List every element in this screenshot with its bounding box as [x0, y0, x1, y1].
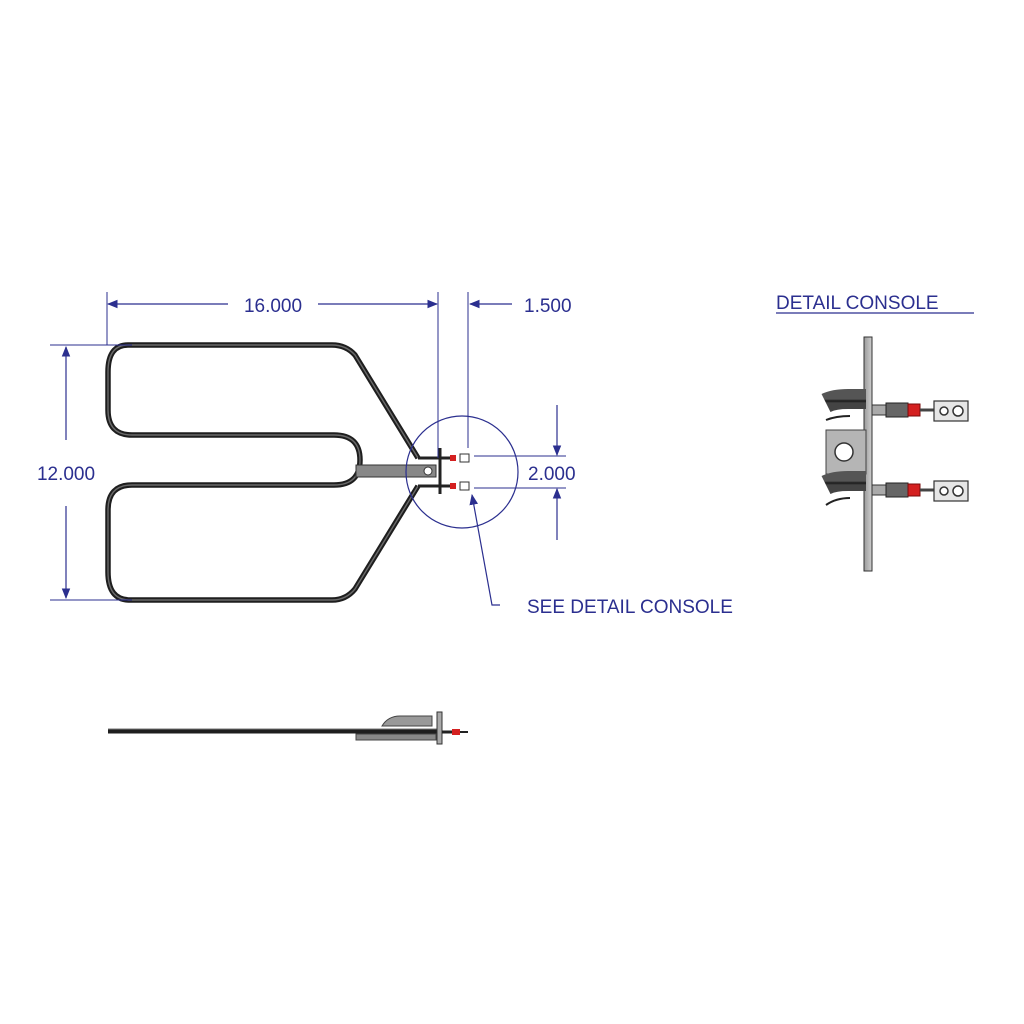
- detail-console-view: [821, 336, 969, 572]
- detail-callout: SEE DETAIL CONSOLE: [405, 415, 733, 618]
- detail-console-title: DETAIL CONSOLE: [776, 293, 939, 314]
- width-dimension-label: 16.000: [244, 296, 302, 317]
- heating-element-side-view: [108, 711, 468, 745]
- dimension-height: 12.000: [37, 344, 132, 601]
- dimension-terminal-offset: 1.500: [467, 292, 572, 448]
- heating-element-top-view: [105, 342, 470, 603]
- dimension-width: 16.000: [106, 292, 439, 458]
- see-detail-label: SEE DETAIL CONSOLE: [527, 597, 733, 618]
- spacing-dimension-label: 2.000: [528, 464, 576, 485]
- detail-view-title: DETAIL CONSOLE: [776, 293, 974, 314]
- height-dimension-label: 12.000: [37, 464, 95, 485]
- dimension-terminal-spacing: 2.000: [474, 405, 576, 540]
- offset-dimension-label: 1.500: [524, 296, 572, 317]
